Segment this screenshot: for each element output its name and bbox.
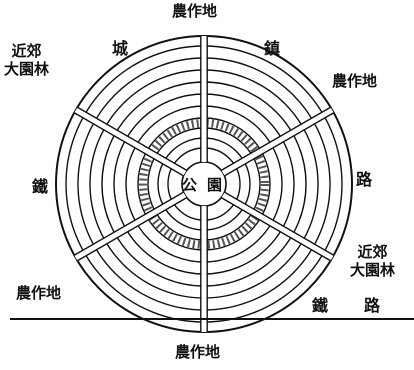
label-city-char-2: 鎮: [264, 39, 281, 58]
label-farmland-right: 農作地: [332, 72, 378, 90]
radial-avenue-strip: [221, 192, 334, 261]
label-suburban-forest-lower-right: 近郊 大園林: [350, 243, 396, 279]
label-farmland-bottom: 農作地: [175, 343, 221, 361]
radial-avenue-strip: [200, 36, 208, 162]
radial-avenue-strip: [200, 206, 208, 332]
radial-avenue-strip: [74, 107, 187, 176]
radial-avenue-edge: [224, 191, 335, 256]
label-vertical-char-right: 路: [356, 170, 373, 189]
radial-avenue-edge: [77, 197, 187, 262]
radial-avenue-edge: [73, 112, 184, 177]
label-railway-char-2: 路: [364, 296, 381, 315]
label-vertical-char-left: 鐵: [32, 177, 49, 196]
radial-avenues: [73, 36, 335, 332]
radial-avenue-edge: [77, 106, 187, 171]
label-park-char-2: 園: [207, 176, 223, 194]
label-suburban-forest-upper-left: 近郊 大園林: [4, 42, 50, 78]
label-railway-char-1: 鐵: [312, 296, 329, 315]
radial-avenue-edge: [73, 191, 184, 256]
label-farmland-left: 農作地: [16, 284, 62, 302]
label-city-char-1: 城: [112, 39, 129, 58]
label-farmland-top: 農作地: [172, 2, 218, 20]
radial-avenue-strip: [221, 107, 334, 176]
radial-avenue-strip: [74, 192, 187, 261]
label-park-char-1: 公: [182, 176, 198, 194]
radial-avenue-edge: [221, 197, 331, 262]
radial-avenue-edge: [224, 112, 335, 177]
radial-avenue-edge: [221, 106, 331, 171]
